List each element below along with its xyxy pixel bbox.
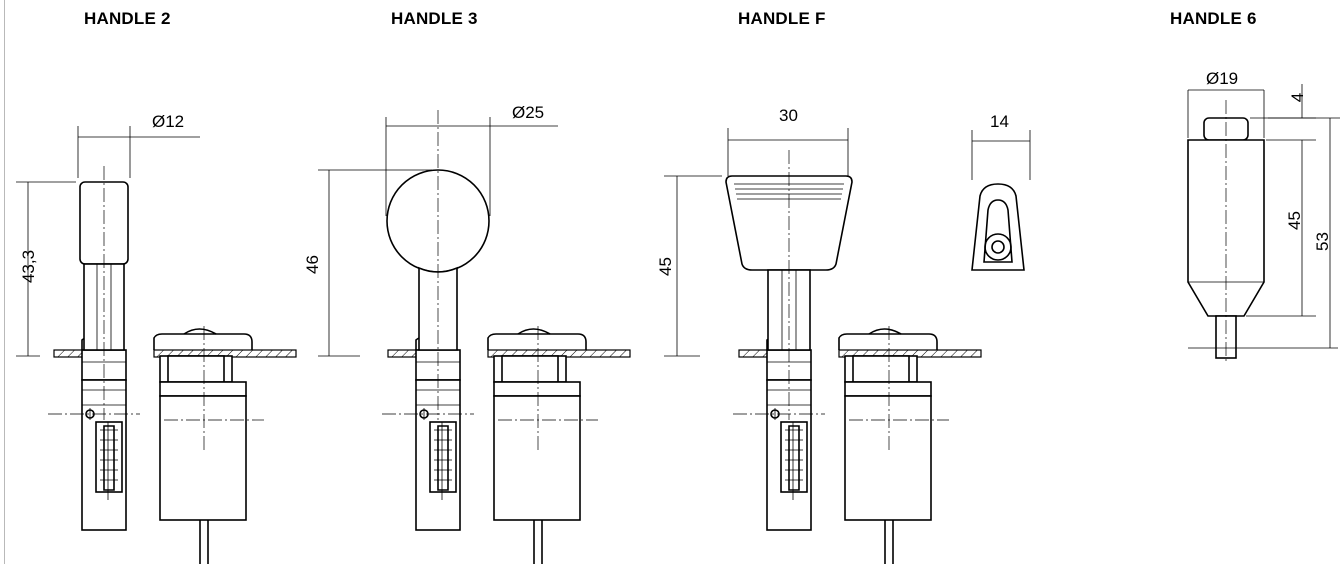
handle-6-drawing — [1187, 84, 1340, 362]
dim-hf-side-width: 14 — [990, 112, 1009, 131]
title-handle-f: HANDLE F — [738, 9, 826, 28]
handle-2-drawing — [16, 126, 297, 564]
dim-h3-diameter: Ø25 — [512, 103, 545, 122]
dim-h2-diameter: Ø12 — [152, 112, 185, 131]
title-handle-2: HANDLE 2 — [84, 9, 171, 28]
page-border — [4, 0, 5, 564]
dim-hf-width: 30 — [779, 106, 798, 125]
handle-f-drawing — [664, 128, 1031, 564]
handle-3-drawing — [318, 110, 631, 564]
title-handle-3: HANDLE 3 — [391, 9, 478, 28]
title-handle-6: HANDLE 6 — [1170, 9, 1257, 28]
dim-h6-diameter: Ø19 — [1206, 69, 1239, 88]
